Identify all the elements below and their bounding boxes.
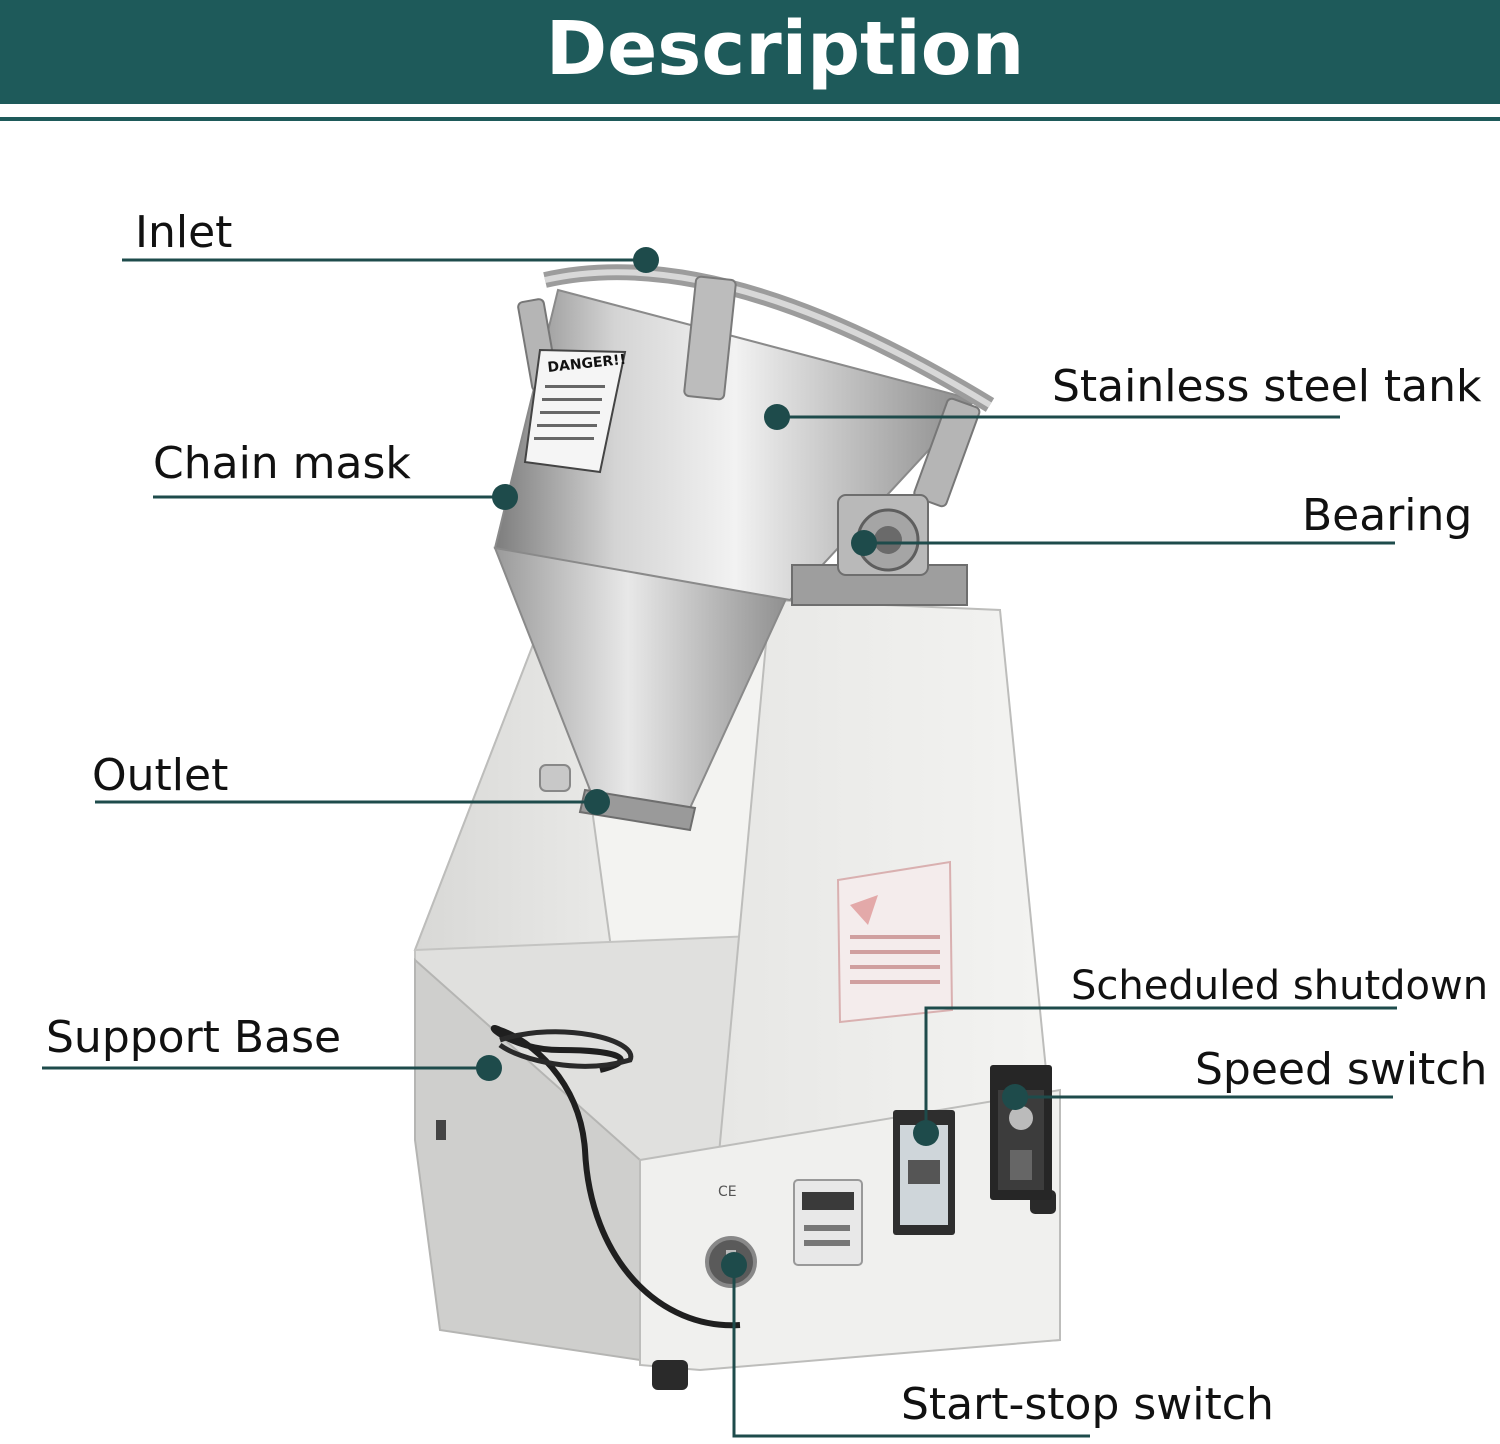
- callout-dot-inlet: [633, 247, 659, 273]
- label-bearing: Bearing: [1302, 490, 1473, 541]
- callout-dot-chain-mask: [492, 484, 518, 510]
- callout-dot-speed-switch: [1002, 1084, 1028, 1110]
- leader-scheduled-shutdown: [924, 1006, 1397, 1133]
- label-speed-switch: Speed switch: [1195, 1044, 1488, 1095]
- label-scheduled-shutdown: Scheduled shutdown: [1071, 963, 1489, 1009]
- label-chain-mask: Chain mask: [153, 438, 411, 489]
- callout-dot-support-base: [476, 1055, 502, 1081]
- title-underline: [0, 117, 1500, 121]
- label-inlet: Inlet: [135, 207, 233, 258]
- label-start-stop-switch: Start-stop switch: [901, 1379, 1274, 1430]
- callout-dot-bearing: [851, 530, 877, 556]
- cabinet-warning-sticker: [836, 860, 954, 1024]
- page-title: Description: [545, 6, 1025, 92]
- callout-leaders: [42, 247, 1397, 1438]
- callout-dot-start-stop-switch: [721, 1252, 747, 1278]
- callout-dot-stainless-steel-tank: [764, 404, 790, 430]
- label-support-base: Support Base: [46, 1012, 342, 1063]
- title-banner: [0, 0, 1500, 104]
- label-stainless-steel-tank: Stainless steel tank: [1052, 361, 1482, 412]
- callout-dot-outlet: [584, 789, 610, 815]
- ce-mark: CE: [718, 1184, 737, 1200]
- callout-dot-scheduled-shutdown: [913, 1120, 939, 1146]
- leader-start-stop-switch: [732, 1265, 1090, 1438]
- label-outlet: Outlet: [92, 750, 229, 801]
- power-cord: [490, 1025, 741, 1329]
